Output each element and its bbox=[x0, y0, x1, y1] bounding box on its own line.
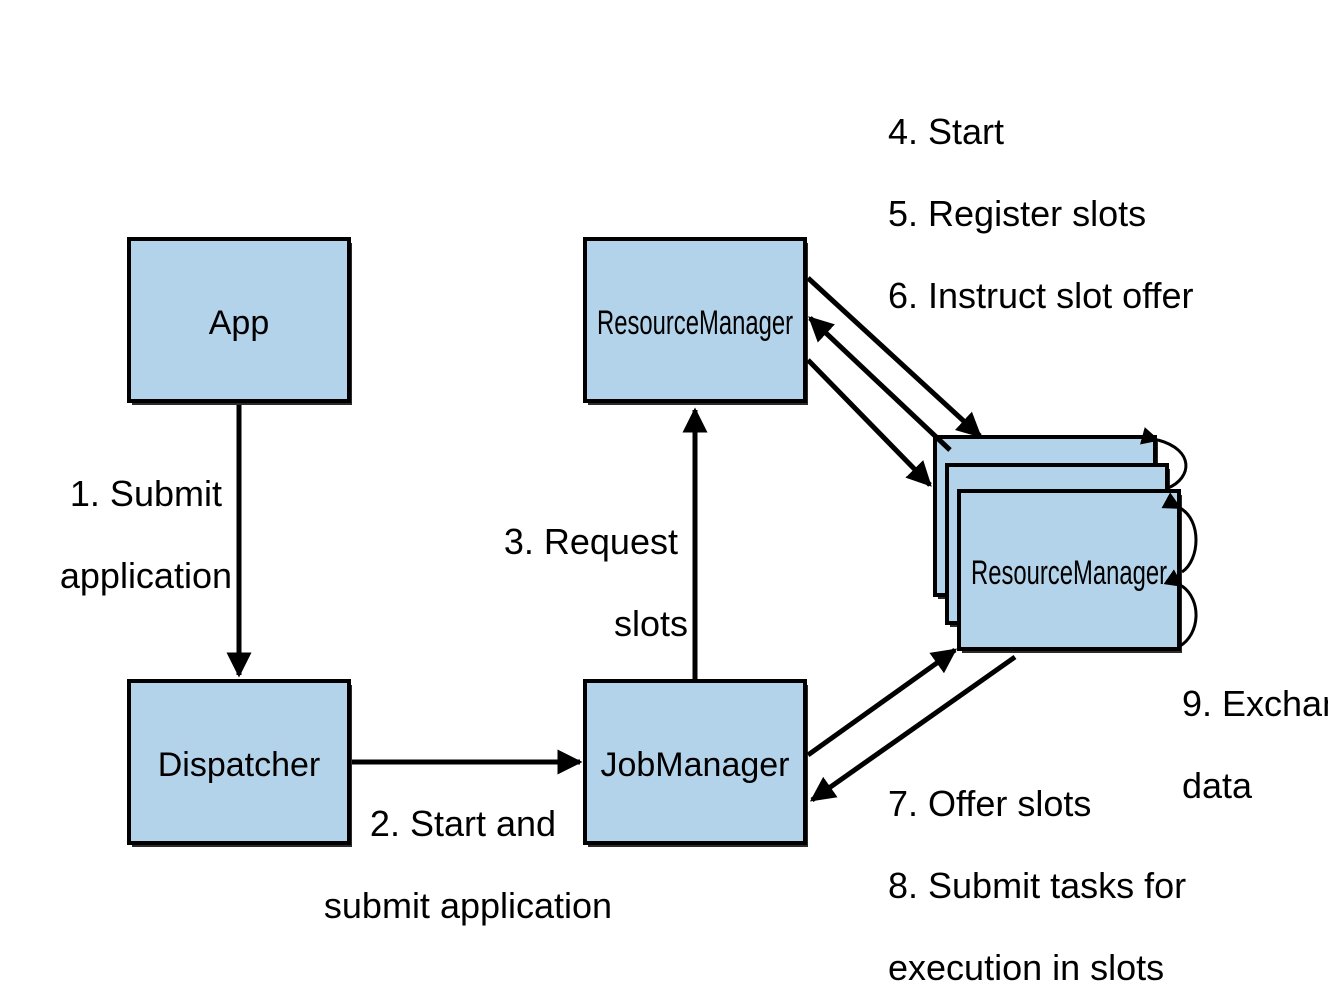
dispatcher-node: Dispatcher bbox=[127, 679, 352, 847]
label-offer-steps: 7. Offer slots 8. Submit tasks for execu… bbox=[888, 783, 1196, 988]
arrow-jobmanager-to-taskmanager bbox=[806, 647, 958, 758]
job-manager-node: JobManager bbox=[583, 679, 808, 847]
label-exchange-data: 9. Exchange data bbox=[1182, 683, 1328, 806]
app-node: App bbox=[127, 237, 352, 405]
arrow-taskmanager-to-resourcemanager bbox=[808, 316, 952, 452]
label-start-and-submit: 2. Start and submit application bbox=[324, 803, 612, 926]
job-manager-node-label: JobManager bbox=[600, 746, 789, 784]
task-manager-node-label: ResourceManager bbox=[971, 554, 1167, 592]
dispatcher-node-label: Dispatcher bbox=[158, 746, 321, 784]
label-request-slots: 3. Request slots bbox=[504, 521, 688, 644]
exchange-data-loops bbox=[1140, 427, 1198, 648]
arrow-resourcemanager-to-taskmanager bbox=[806, 276, 982, 438]
app-node-label: App bbox=[209, 304, 270, 342]
task-manager-stack: ResourceManager bbox=[933, 435, 1182, 653]
resource-manager-node: ResourceManager bbox=[583, 237, 808, 405]
arrow-resourcemanager-to-taskmanager-2 bbox=[806, 358, 932, 487]
arrow-taskmanager-to-jobmanager bbox=[809, 654, 1017, 803]
resource-manager-node-label: ResourceManager bbox=[597, 304, 793, 342]
label-submit-application: 1. Submit application bbox=[60, 473, 232, 596]
label-resource-steps: 4. Start 5. Register slots 6. Instruct s… bbox=[888, 111, 1193, 316]
